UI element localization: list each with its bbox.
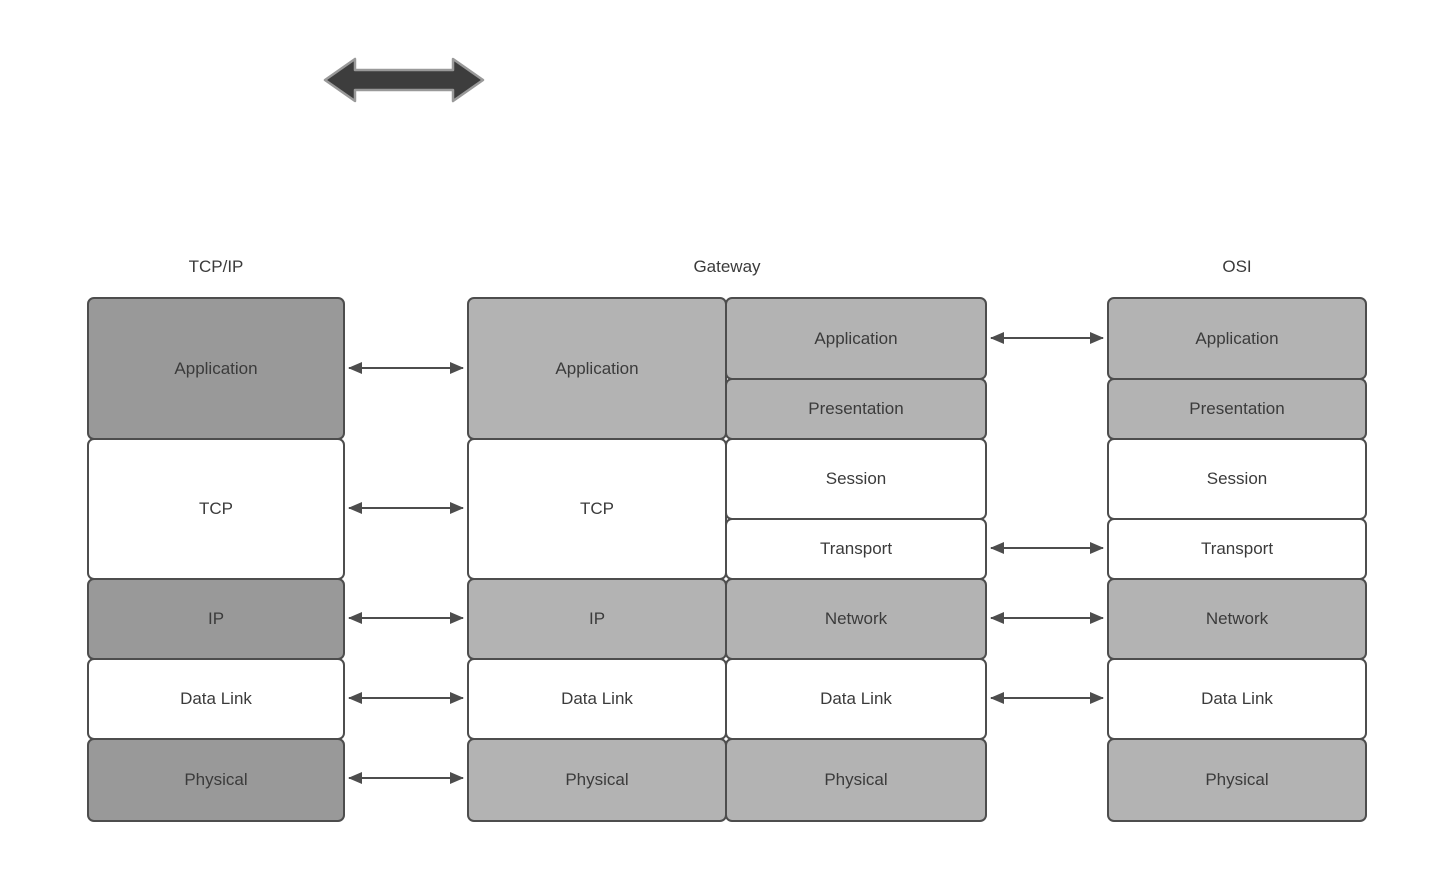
layer-box-osi-network: Network xyxy=(1107,578,1367,660)
layer-box-gateway-tcp: TCP xyxy=(467,438,727,580)
layer-box-gateway-application: Application xyxy=(467,297,727,440)
column-header-osi: OSI xyxy=(1222,257,1252,276)
layer-box-tcpip-ip: IP xyxy=(87,578,345,660)
gateway-right-stack: Application Presentation Session Transpo… xyxy=(725,297,987,822)
layer-box-gateway-osi-physical: Physical xyxy=(725,738,987,822)
layer-box-tcpip-application: Application xyxy=(87,297,345,440)
layer-box-tcpip-physical: Physical xyxy=(87,738,345,822)
gateway-left-stack: Application TCP IP Data Link Physical xyxy=(467,297,727,822)
layer-box-osi-presentation: Presentation xyxy=(1107,378,1367,440)
column-header-tcpip: TCP/IP xyxy=(188,257,244,276)
bidirectional-arrow-shape xyxy=(323,57,485,103)
layer-box-tcpip-tcp: TCP xyxy=(87,438,345,580)
layer-box-osi-physical: Physical xyxy=(1107,738,1367,822)
layer-box-osi-transport: Transport xyxy=(1107,518,1367,580)
layer-box-gateway-physical: Physical xyxy=(467,738,727,822)
layer-box-gateway-datalink: Data Link xyxy=(467,658,727,740)
osi-stack: Application Presentation Session Transpo… xyxy=(1107,297,1367,822)
tcpip-stack: Application TCP IP Data Link Physical xyxy=(87,297,345,822)
layer-box-gateway-osi-transport: Transport xyxy=(725,518,987,580)
layer-box-gateway-ip: IP xyxy=(467,578,727,660)
layer-box-osi-datalink: Data Link xyxy=(1107,658,1367,740)
layer-box-tcpip-datalink: Data Link xyxy=(87,658,345,740)
layer-box-osi-application: Application xyxy=(1107,297,1367,380)
layer-box-gateway-osi-session: Session xyxy=(725,438,987,520)
layer-box-gateway-osi-application: Application xyxy=(725,297,987,380)
layer-box-gateway-osi-presentation: Presentation xyxy=(725,378,987,440)
layer-box-gateway-osi-datalink: Data Link xyxy=(725,658,987,740)
layer-box-gateway-osi-network: Network xyxy=(725,578,987,660)
column-header-gateway: Gateway xyxy=(693,257,761,276)
layer-box-osi-session: Session xyxy=(1107,438,1367,520)
